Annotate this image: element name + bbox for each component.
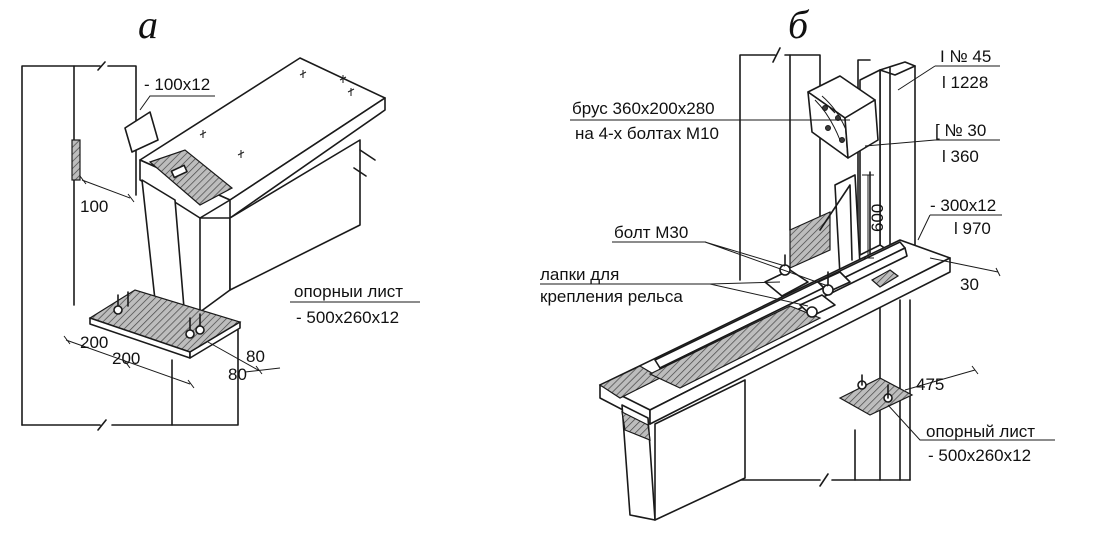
support-plate-a (88, 289, 242, 359)
lugs-label-line2: крепления рельса (540, 287, 683, 306)
plate-label-b: - 300x12 (930, 196, 996, 215)
support-plate-title-a: опорныи лист (294, 282, 403, 301)
support-plate-title-b: опорный лист (926, 422, 1035, 441)
top-plate-hatch (148, 149, 234, 206)
crossbar-a (124, 57, 386, 321)
beam-marks (199, 70, 355, 158)
plate-top-label: - 100x12 (144, 75, 210, 94)
rail-lugs (764, 254, 851, 318)
support-plate-b (838, 374, 914, 416)
top-plate (124, 111, 159, 153)
leaders-b (540, 65, 1055, 441)
beam-label: брус 360x200x280 (572, 99, 715, 118)
channel-length: l 360 (942, 147, 979, 166)
column-a (21, 61, 239, 431)
panel-a: а (21, 2, 420, 431)
dim-100-label: 100 (80, 197, 108, 216)
support-plate-size-a: - 500x260x12 (296, 308, 399, 327)
bolt-label: болт М30 (614, 223, 688, 242)
panel-b-letter: б (788, 2, 810, 47)
wall-hatch (71, 139, 81, 181)
anchor-bolts-a (113, 291, 205, 339)
dim-80-top: 80 (246, 347, 265, 366)
dim-475-label: 475 (916, 375, 944, 394)
ibeam-label: I № 45 (940, 47, 991, 66)
dim-30-label: 30 (960, 275, 979, 294)
dim-200-left: 200 (80, 333, 108, 352)
wooden-block (807, 75, 879, 159)
support-plate-size-b: - 500x260x12 (928, 446, 1031, 465)
dim-600-label: 600 (868, 204, 887, 232)
beam-bolts-label: на 4-х болтах М10 (575, 124, 719, 143)
ibeam-length: l 1228 (942, 73, 988, 92)
plate-length-b: l 970 (954, 219, 991, 238)
panel-b: б (540, 2, 1055, 521)
dimensions-a (63, 95, 420, 389)
channel-bracket (789, 171, 871, 276)
panel-a-letter: а (138, 2, 158, 47)
dim-200-right: 200 (112, 349, 140, 368)
dim-80-bottom: 80 (228, 365, 247, 384)
channel-label: [ № 30 (935, 121, 986, 140)
lugs-label-line1: лапки для (540, 265, 619, 284)
